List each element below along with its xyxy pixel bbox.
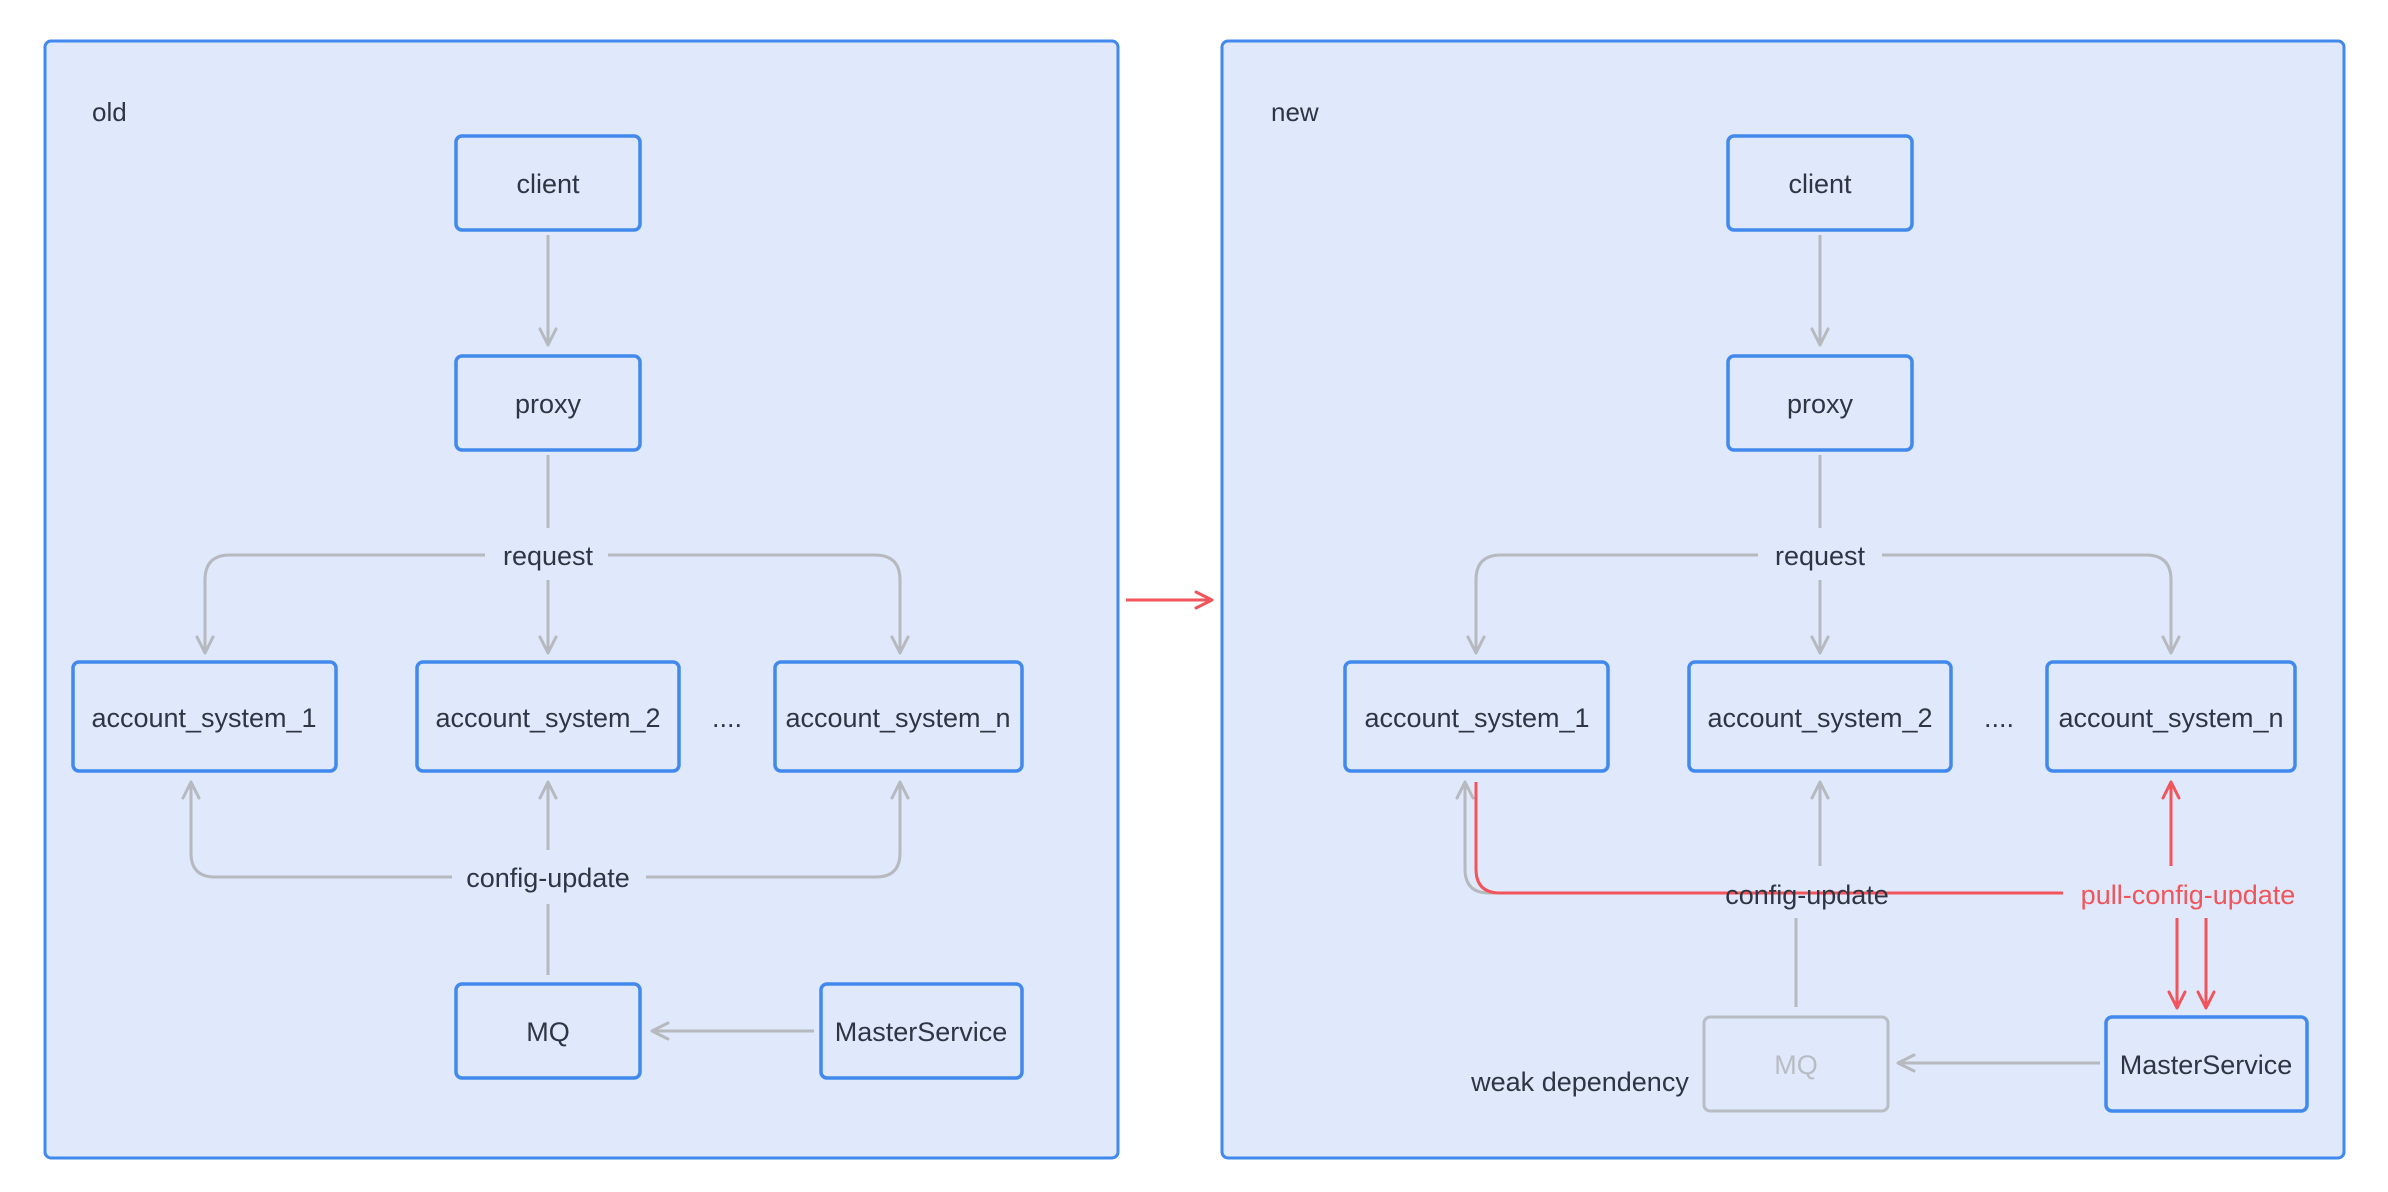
old-node-account-system-2-label: account_system_2 (435, 703, 660, 733)
new-red-edges (1474, 780, 2216, 1010)
new-node-account-system-1-label: account_system_1 (1364, 703, 1589, 733)
old-node-client[interactable]: client (454, 134, 642, 232)
new-node-account-system-1[interactable]: account_system_1 (1343, 660, 1610, 773)
old-edge-request-left (195, 553, 485, 655)
new-ellipsis: .... (1984, 703, 2014, 733)
old-node-account-system-n[interactable]: account_system_n (773, 660, 1024, 773)
new-label-config-update: config-update (1725, 880, 1889, 910)
new-node-proxy-label: proxy (1787, 389, 1854, 419)
new-label-request: request (1775, 541, 1866, 571)
old-node-proxy-label: proxy (515, 389, 582, 419)
old-node-account-system-n-label: account_system_n (785, 703, 1010, 733)
old-edge-request-right (608, 553, 910, 655)
new-edge-pull-left (1474, 782, 2063, 895)
old-node-mq[interactable]: MQ (454, 982, 642, 1080)
old-node-account-system-1[interactable]: account_system_1 (71, 660, 338, 773)
new-label-pull-config-update: pull-config-update (2081, 880, 2296, 910)
new-node-account-system-2[interactable]: account_system_2 (1687, 660, 1953, 773)
new-panel-title: new (1271, 97, 1319, 127)
new-edge-config-left (1455, 780, 1722, 895)
new-panel-frame (1220, 39, 2346, 1160)
new-node-proxy[interactable]: proxy (1726, 354, 1914, 452)
old-node-account-system-1-label: account_system_1 (91, 703, 316, 733)
new-edge-request-left (1466, 553, 1758, 655)
new-label-weak-dependency: weak dependency (1470, 1067, 1689, 1097)
new-node-mq-weak[interactable]: MQ (1702, 1015, 1890, 1113)
old-node-master-service[interactable]: MasterService (819, 982, 1024, 1080)
old-node-mq-label: MQ (526, 1017, 570, 1047)
new-edge-request-right (1882, 553, 2181, 655)
old-panel-title: old (92, 97, 127, 127)
new-node-account-system-n[interactable]: account_system_n (2045, 660, 2297, 773)
new-node-master-service-label: MasterService (2120, 1050, 2293, 1080)
old-ellipsis: .... (712, 703, 742, 733)
old-node-client-label: client (516, 169, 580, 199)
old-node-proxy[interactable]: proxy (454, 354, 642, 452)
old-node-account-system-2[interactable]: account_system_2 (415, 660, 681, 773)
old-edge-config-right (646, 780, 910, 879)
new-node-mq-label: MQ (1774, 1050, 1818, 1080)
old-panel: old request config-update client proxy (43, 39, 1120, 1160)
old-edges (181, 235, 910, 1041)
new-edges (1455, 235, 2181, 1073)
new-node-client-label: client (1788, 169, 1852, 199)
new-node-client[interactable]: client (1726, 134, 1914, 232)
old-label-config-update: config-update (466, 863, 630, 893)
old-node-master-service-label: MasterService (835, 1017, 1008, 1047)
new-node-account-system-n-label: account_system_n (2058, 703, 2283, 733)
old-panel-frame (43, 39, 1120, 1160)
new-panel: new request config-update pull-config-up… (1220, 39, 2346, 1160)
new-node-account-system-2-label: account_system_2 (1707, 703, 1932, 733)
new-node-master-service[interactable]: MasterService (2104, 1015, 2309, 1113)
old-edge-config-left (181, 780, 452, 879)
old-label-request: request (503, 541, 594, 571)
